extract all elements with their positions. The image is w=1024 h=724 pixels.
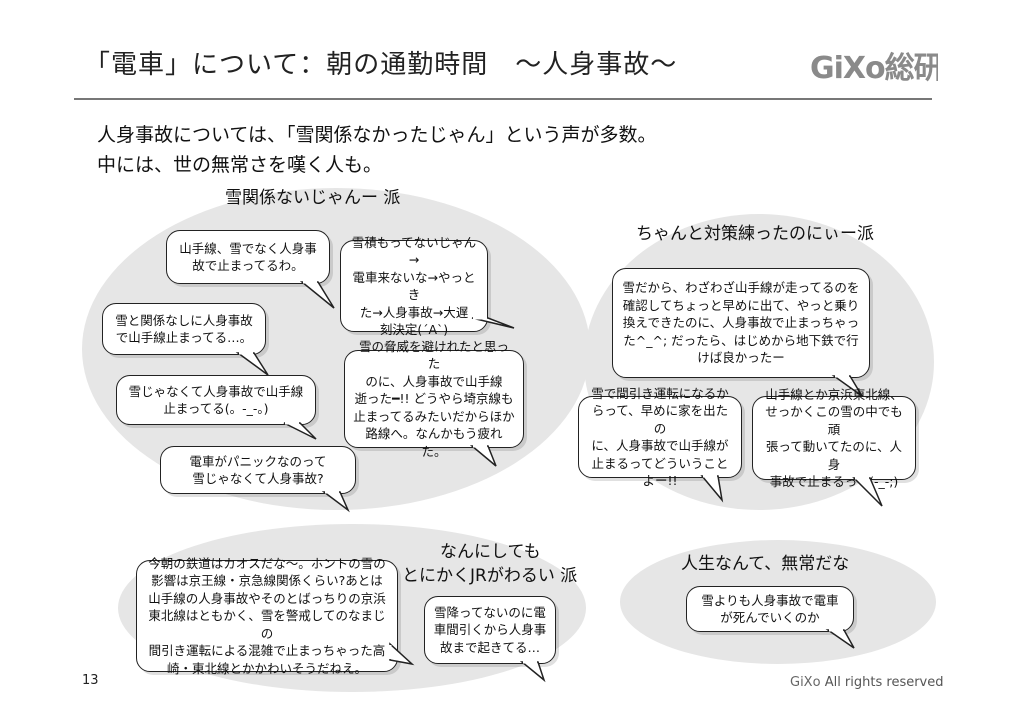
bubble-tail — [388, 642, 415, 666]
group-label-impermanence: 人生なんて、無常だな — [681, 554, 850, 574]
comment-bubble: 今朝の鉄道はカオスだな～。ホントの雪の 影響は京王線・京急線関係くらい?あとは … — [136, 556, 398, 676]
bubble-tail — [831, 374, 863, 397]
svg-text:GiXo総研: GiXo総研 — [810, 51, 938, 86]
comment-bubble: 雪と関係なしに人身事故 で山手線止まってる…。 — [102, 303, 266, 355]
group-label-jr-bad-line1: なんにしても — [440, 542, 541, 562]
bubble-tail — [519, 660, 546, 683]
gixo-logo: GiXo総研 — [810, 51, 938, 86]
bubble-tail — [852, 476, 883, 507]
bubble-tail — [299, 280, 335, 309]
intro-line-2: 中には、世の無常さを嘆く人も。 — [97, 154, 383, 176]
comment-bubble: 山手線とか京浜東北線、 せっかくこの雪の中でも頑 張って動いてたのに、人身 事故… — [752, 387, 916, 489]
intro-line-1: 人身事故については、「雪関係なかったじゃん」という声が多数。 — [97, 124, 657, 146]
bubble-tail — [321, 490, 350, 513]
bubble-tail — [700, 474, 724, 503]
comment-bubble: 雪だから、わざわざ山手線が走ってるのを 確認してちょっと早めに出て、やっと乗り … — [612, 268, 870, 378]
footer-copyright: GiXo All rights reserved — [790, 675, 944, 690]
bubble-tail — [469, 444, 497, 467]
comment-bubble: 電車がパニックなのって 雪じゃなくて人身事故? — [160, 446, 356, 494]
header-divider — [74, 98, 932, 100]
comment-bubble: 雪で間引き運転になるか らって、早めに家を出たの に、人身事故で山手線が 止まる… — [578, 386, 742, 488]
comment-bubble: 雪よりも人身事故で電車 が死んでいくのか — [686, 586, 854, 632]
footer-rights: All rights reserved — [824, 675, 944, 690]
slide-title: 「電車」について：朝の通勤時間 ～人身事故～ — [84, 50, 678, 80]
bubble-tail — [235, 351, 269, 376]
bubble-tail — [283, 421, 317, 440]
comment-bubble: 雪じゃなくて人身事故で山手線 止まってる(。-_-。) — [116, 375, 316, 425]
bubble-tail — [471, 316, 515, 329]
page-number: 13 — [82, 673, 99, 688]
comment-bubble: 雪降ってないのに電 車間引くから人身事 故まで起きてる… — [424, 596, 556, 664]
comment-bubble: 山手線、雪でなく人身事 故で止まってるわ。 — [166, 230, 330, 284]
group-label-jr-bad-line2: とにかくJRがわるい 派 — [402, 566, 578, 586]
footer-brand: GiXo — [790, 675, 821, 690]
comment-bubble: 雪積もってないじゃん→ 電車来ないな→やっとき た→人身事故→大遅 刻決定(´A… — [340, 235, 488, 337]
bubble-tail — [825, 628, 855, 649]
group-label-snow-unrelated: 雪関係ないじゃんー 派 — [225, 188, 401, 208]
comment-bubble: 雪の脅威を避けれたと思った のに、人身事故で山手線 逝った━!! どうやら埼京線… — [344, 339, 524, 459]
group-label-countermeasures: ちゃんと対策練ったのにぃー派 — [636, 224, 874, 244]
